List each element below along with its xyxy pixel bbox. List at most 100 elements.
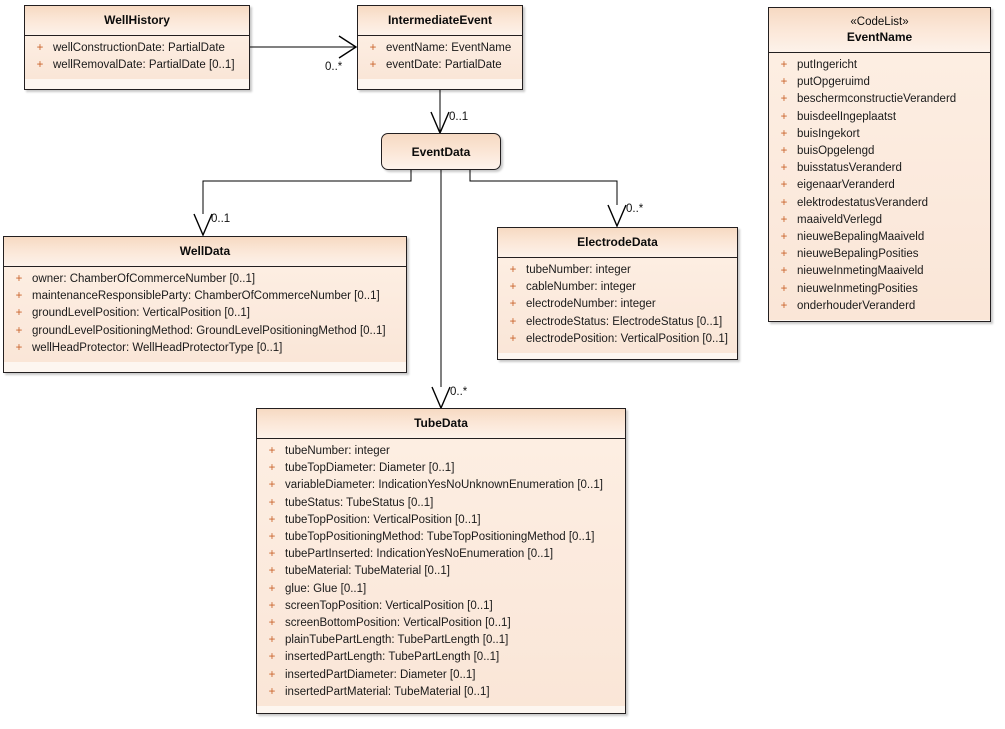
attribute-signature: nieuweInmetingMaaiveld: [797, 265, 924, 278]
attribute-signature: groundLevelPosition: VerticalPosition [0…: [32, 307, 250, 320]
multiplicity-intermediateevent-eventdata: 0..1: [449, 111, 469, 123]
visibility-marker: +: [15, 307, 23, 320]
class-box-eventname-codelist[interactable]: «CodeList» EventName + putIngericht + pu…: [768, 7, 991, 322]
attribute-row: + tubeTopPositioningMethod: TubeTopPosit…: [259, 529, 623, 546]
attribute-signature: electrodePosition: VerticalPosition [0..…: [526, 332, 729, 345]
visibility-marker: +: [268, 651, 276, 664]
class-name-welldata: WellData: [179, 244, 231, 258]
attribute-row: + eventName: EventName: [360, 40, 520, 57]
class-attributes-wellhistory: + wellConstructionDate: PartialDate + we…: [25, 36, 249, 80]
stereotype-label: «CodeList»: [850, 16, 909, 28]
visibility-marker: +: [268, 565, 276, 578]
attribute-signature: nieuweBepalingMaaiveld: [797, 231, 925, 244]
visibility-marker: +: [509, 315, 517, 328]
class-header-wellhistory: WellHistory: [25, 6, 249, 36]
attribute-row: + buisIngekort: [771, 126, 988, 143]
visibility-marker: +: [268, 634, 276, 647]
attribute-row: + wellConstructionDate: PartialDate: [27, 40, 247, 57]
class-box-welldata[interactable]: WellData + owner: ChamberOfCommerceNumbe…: [3, 236, 407, 373]
attribute-row: + wellHeadProtector: WellHeadProtectorTy…: [6, 340, 404, 357]
attribute-signature: electrodeNumber: integer: [526, 298, 656, 311]
class-box-wellhistory[interactable]: WellHistory + wellConstructionDate: Part…: [24, 5, 250, 90]
visibility-marker: +: [369, 59, 377, 72]
multiplicity-eventdata-electrodedata: 0..*: [626, 203, 644, 215]
class-name-electrodedata: ElectrodeData: [577, 235, 658, 249]
visibility-marker: +: [780, 196, 788, 209]
class-header-intermediateevent: IntermediateEvent: [358, 6, 522, 36]
attribute-signature: buisIngekort: [797, 127, 860, 140]
arrowhead-tubedata: [431, 386, 451, 410]
attribute-row: + insertedPartMaterial: TubeMaterial [0.…: [259, 684, 623, 701]
attribute-row: + nieuweBepalingPosities: [771, 246, 988, 263]
attribute-signature: onderhouderVeranderd: [797, 299, 916, 312]
visibility-marker: +: [369, 42, 377, 54]
attribute-signature: tubeStatus: TubeStatus [0..1]: [285, 496, 434, 509]
attribute-row: + buisOpgelengd: [771, 143, 988, 160]
visibility-marker: +: [509, 332, 517, 345]
visibility-marker: +: [268, 548, 276, 561]
attribute-row: + nieuweInmetingMaaiveld: [771, 263, 988, 280]
visibility-marker: +: [780, 76, 788, 89]
attribute-row: + eventDate: PartialDate: [360, 57, 520, 74]
visibility-marker: +: [780, 162, 788, 175]
visibility-marker: +: [15, 324, 23, 337]
attribute-signature: maaiveldVerlegd: [797, 213, 883, 226]
attribute-row: + groundLevelPositioningMethod: GroundLe…: [6, 323, 404, 340]
attribute-signature: tubeMaterial: TubeMaterial [0..1]: [285, 565, 450, 578]
attribute-signature: wellRemovalDate: PartialDate [0..1]: [53, 59, 235, 72]
attribute-row: + elektrodestatusVeranderd: [771, 195, 988, 212]
attribute-signature: tubeNumber: integer: [526, 264, 631, 276]
class-header-eventname: «CodeList» EventName: [769, 8, 990, 53]
visibility-marker: +: [780, 145, 788, 158]
class-attributes-welldata: + owner: ChamberOfCommerceNumber [0..1] …: [4, 267, 406, 363]
attribute-signature: insertedPartMaterial: TubeMaterial [0..1…: [285, 685, 490, 698]
attribute-signature: buisstatusVeranderd: [797, 162, 902, 175]
visibility-marker: +: [780, 248, 788, 261]
attribute-row: + maaiveldVerlegd: [771, 212, 988, 229]
attribute-row: + maintenanceResponsibleParty: ChamberOf…: [6, 288, 404, 305]
attribute-signature: variableDiameter: IndicationYesNoUnknown…: [285, 479, 603, 492]
attribute-signature: buisdeelIngeplaatst: [797, 110, 897, 123]
connector-eventdata-electrodedata: [469, 170, 618, 205]
attribute-row: + electrodeNumber: integer: [500, 296, 735, 313]
attribute-row: + putOpgeruimd: [771, 74, 988, 91]
attribute-row: + glue: Glue [0..1]: [259, 581, 623, 598]
visibility-marker: +: [780, 213, 788, 226]
attribute-signature: wellConstructionDate: PartialDate: [53, 42, 225, 54]
visibility-marker: +: [268, 531, 276, 544]
attribute-row: + tubeMaterial: TubeMaterial [0..1]: [259, 563, 623, 580]
attribute-signature: insertedPartLength: TubePartLength [0..1…: [285, 651, 500, 664]
attribute-row: + insertedPartLength: TubePartLength [0.…: [259, 649, 623, 666]
attribute-row: + buisdeelIngeplaatst: [771, 109, 988, 126]
visibility-marker: +: [780, 127, 788, 140]
attribute-row: + plainTubePartLength: TubePartLength [0…: [259, 632, 623, 649]
visibility-marker: +: [36, 59, 44, 72]
attribute-signature: groundLevelPositioningMethod: GroundLeve…: [32, 324, 386, 337]
class-box-tubedata[interactable]: TubeData + tubeNumber: integer + tubeTop…: [256, 408, 626, 714]
attribute-signature: putIngericht: [797, 59, 858, 71]
class-name-wellhistory: WellHistory: [104, 13, 170, 27]
class-name-eventname: EventName: [846, 30, 913, 44]
class-box-intermediateevent[interactable]: IntermediateEvent + eventName: EventName…: [357, 5, 523, 90]
attribute-signature: tubeTopPositioningMethod: TubeTopPositio…: [285, 531, 595, 544]
attribute-row: + eigenaarVeranderd: [771, 177, 988, 194]
visibility-marker: +: [268, 582, 276, 595]
attribute-row: + nieuweInmetingPosities: [771, 281, 988, 298]
class-box-eventdata[interactable]: EventData: [381, 133, 501, 170]
class-header-welldata: WellData: [4, 237, 406, 267]
visibility-marker: +: [268, 685, 276, 698]
attribute-signature: insertedPartDiameter: Diameter [0..1]: [285, 668, 476, 681]
attribute-signature: putOpgeruimd: [797, 76, 870, 89]
attribute-signature: eventName: EventName: [386, 42, 512, 54]
attribute-signature: nieuweBepalingPosities: [797, 248, 919, 261]
attribute-signature: plainTubePartLength: TubePartLength [0..…: [285, 634, 509, 647]
attribute-signature: tubeNumber: integer: [285, 445, 390, 457]
visibility-marker: +: [780, 59, 788, 71]
class-header-electrodedata: ElectrodeData: [498, 228, 737, 258]
attribute-row: + tubeTopPosition: VerticalPosition [0..…: [259, 512, 623, 529]
visibility-marker: +: [509, 264, 517, 276]
visibility-marker: +: [780, 231, 788, 244]
visibility-marker: +: [268, 599, 276, 612]
visibility-marker: +: [15, 290, 23, 303]
class-box-electrodedata[interactable]: ElectrodeData + tubeNumber: integer + ca…: [497, 227, 738, 360]
